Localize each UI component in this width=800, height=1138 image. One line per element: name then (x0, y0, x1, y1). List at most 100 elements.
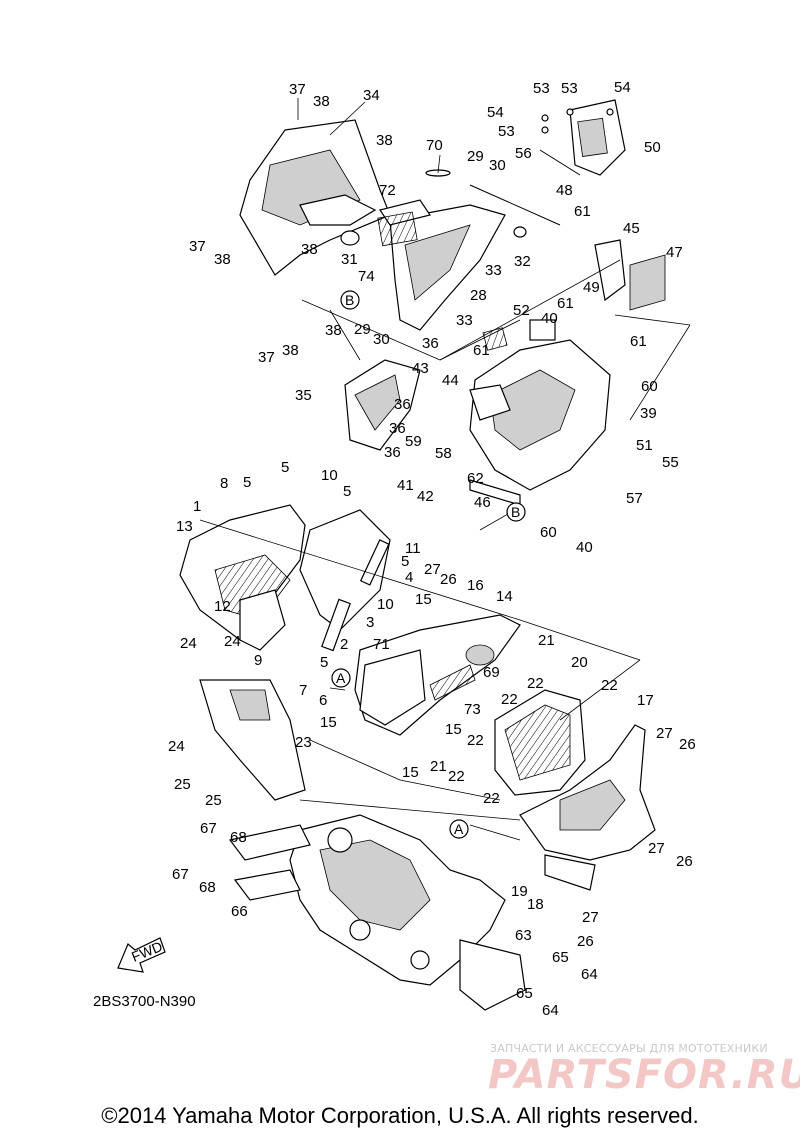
callout-16: 16 (467, 577, 484, 594)
reference-letters: B B A A (336, 292, 520, 837)
callout-40: 40 (541, 310, 558, 327)
callout-73: 73 (464, 701, 481, 718)
callout-12: 12 (214, 598, 231, 615)
callout-20: 20 (571, 654, 588, 671)
callout-4: 4 (405, 569, 413, 586)
callout-40: 40 (576, 539, 593, 556)
callout-19: 19 (511, 883, 528, 900)
callout-54: 54 (487, 104, 504, 121)
copyright-notice: ©2014 Yamaha Motor Corporation, U.S.A. A… (101, 1103, 699, 1128)
callout-67: 67 (200, 820, 217, 837)
callout-38: 38 (325, 322, 342, 339)
callout-38: 38 (313, 93, 330, 110)
diagram-code: 2BS3700-N390 (93, 993, 196, 1010)
callout-64: 64 (581, 966, 598, 983)
stay-bracket-50 (539, 99, 626, 176)
callout-6: 6 (319, 692, 327, 709)
callout-25: 25 (174, 776, 191, 793)
callout-43: 43 (412, 360, 429, 377)
callout-71: 71 (373, 636, 390, 653)
callout-67: 67 (172, 866, 189, 883)
callout-36: 36 (389, 420, 406, 437)
callout-21: 21 (430, 758, 447, 775)
callout-64: 64 (542, 1002, 559, 1019)
callout-34: 34 (363, 87, 380, 104)
callout-62: 62 (467, 470, 484, 487)
ref-letter-A: A (454, 821, 464, 837)
callout-49: 49 (583, 279, 600, 296)
callout-27: 27 (582, 909, 599, 926)
callout-10: 10 (321, 467, 338, 484)
callout-61: 61 (574, 203, 591, 220)
leader-lines (199, 98, 691, 841)
callout-15: 15 (415, 591, 432, 608)
callout-53: 53 (533, 80, 550, 97)
callout-26: 26 (679, 736, 696, 753)
callout-65: 65 (552, 949, 569, 966)
callout-41: 41 (397, 477, 414, 494)
callout-30: 30 (373, 331, 390, 348)
callout-72: 72 (379, 182, 396, 199)
callout-24: 24 (224, 633, 241, 650)
ref-letter-B: B (511, 504, 520, 520)
callout-22: 22 (448, 768, 465, 785)
callout-37: 37 (289, 81, 306, 98)
callout-38: 38 (301, 241, 318, 258)
upper-cowling-assembly (239, 119, 561, 331)
callout-38: 38 (376, 132, 393, 149)
callout-70: 70 (426, 137, 443, 154)
callout-69: 69 (483, 664, 500, 681)
callout-37: 37 (189, 238, 206, 255)
callout-22: 22 (483, 790, 500, 807)
callout-38: 38 (282, 342, 299, 359)
callout-5: 5 (343, 483, 351, 500)
callout-37: 37 (258, 349, 275, 366)
callout-5: 5 (320, 654, 328, 671)
callout-27: 27 (648, 840, 665, 857)
callout-3: 3 (366, 614, 374, 631)
callout-2: 2 (340, 636, 348, 653)
callout-53: 53 (561, 80, 578, 97)
callout-5: 5 (281, 459, 289, 476)
callout-30: 30 (489, 157, 506, 174)
callout-36: 36 (394, 396, 411, 413)
callout-33: 33 (485, 262, 502, 279)
callout-5: 5 (243, 474, 251, 491)
callout-60: 60 (641, 378, 658, 395)
callout-10: 10 (377, 596, 394, 613)
callout-24: 24 (168, 738, 185, 755)
ref-letter-A: A (336, 670, 346, 686)
callout-61: 61 (557, 295, 574, 312)
callout-8: 8 (220, 475, 228, 492)
side-cover-14 (354, 614, 521, 736)
callout-36: 36 (422, 335, 439, 352)
callout-1: 1 (193, 498, 201, 515)
callout-29: 29 (467, 148, 484, 165)
callout-25: 25 (205, 792, 222, 809)
fwd-arrow-icon (117, 937, 166, 973)
fwd-label: FWD (129, 938, 165, 965)
callout-26: 26 (676, 853, 693, 870)
callout-28: 28 (470, 287, 487, 304)
callout-26: 26 (577, 933, 594, 950)
callout-29: 29 (354, 321, 371, 338)
callout-58: 58 (435, 445, 452, 462)
callout-55: 55 (662, 454, 679, 471)
callout-15: 15 (445, 721, 462, 738)
callout-11: 11 (405, 540, 421, 557)
callout-5: 5 (401, 553, 409, 570)
callout-38: 38 (214, 251, 231, 268)
callout-65: 65 (516, 985, 533, 1002)
callout-22: 22 (501, 691, 518, 708)
ref-letter-B: B (345, 292, 354, 308)
callout-60: 60 (540, 524, 557, 541)
callout-27: 27 (424, 561, 441, 578)
callout-26: 26 (440, 571, 457, 588)
callout-61: 61 (630, 333, 647, 350)
callout-46: 46 (474, 494, 491, 511)
callout-24: 24 (180, 635, 197, 652)
front-panel-17 (519, 724, 656, 891)
watermark-subtitle: ЗАПЧАСТИ И АКСЕССУАРЫ ДЛЯ МОТОТЕХНИКИ (490, 1042, 768, 1055)
callout-15: 15 (402, 764, 419, 781)
